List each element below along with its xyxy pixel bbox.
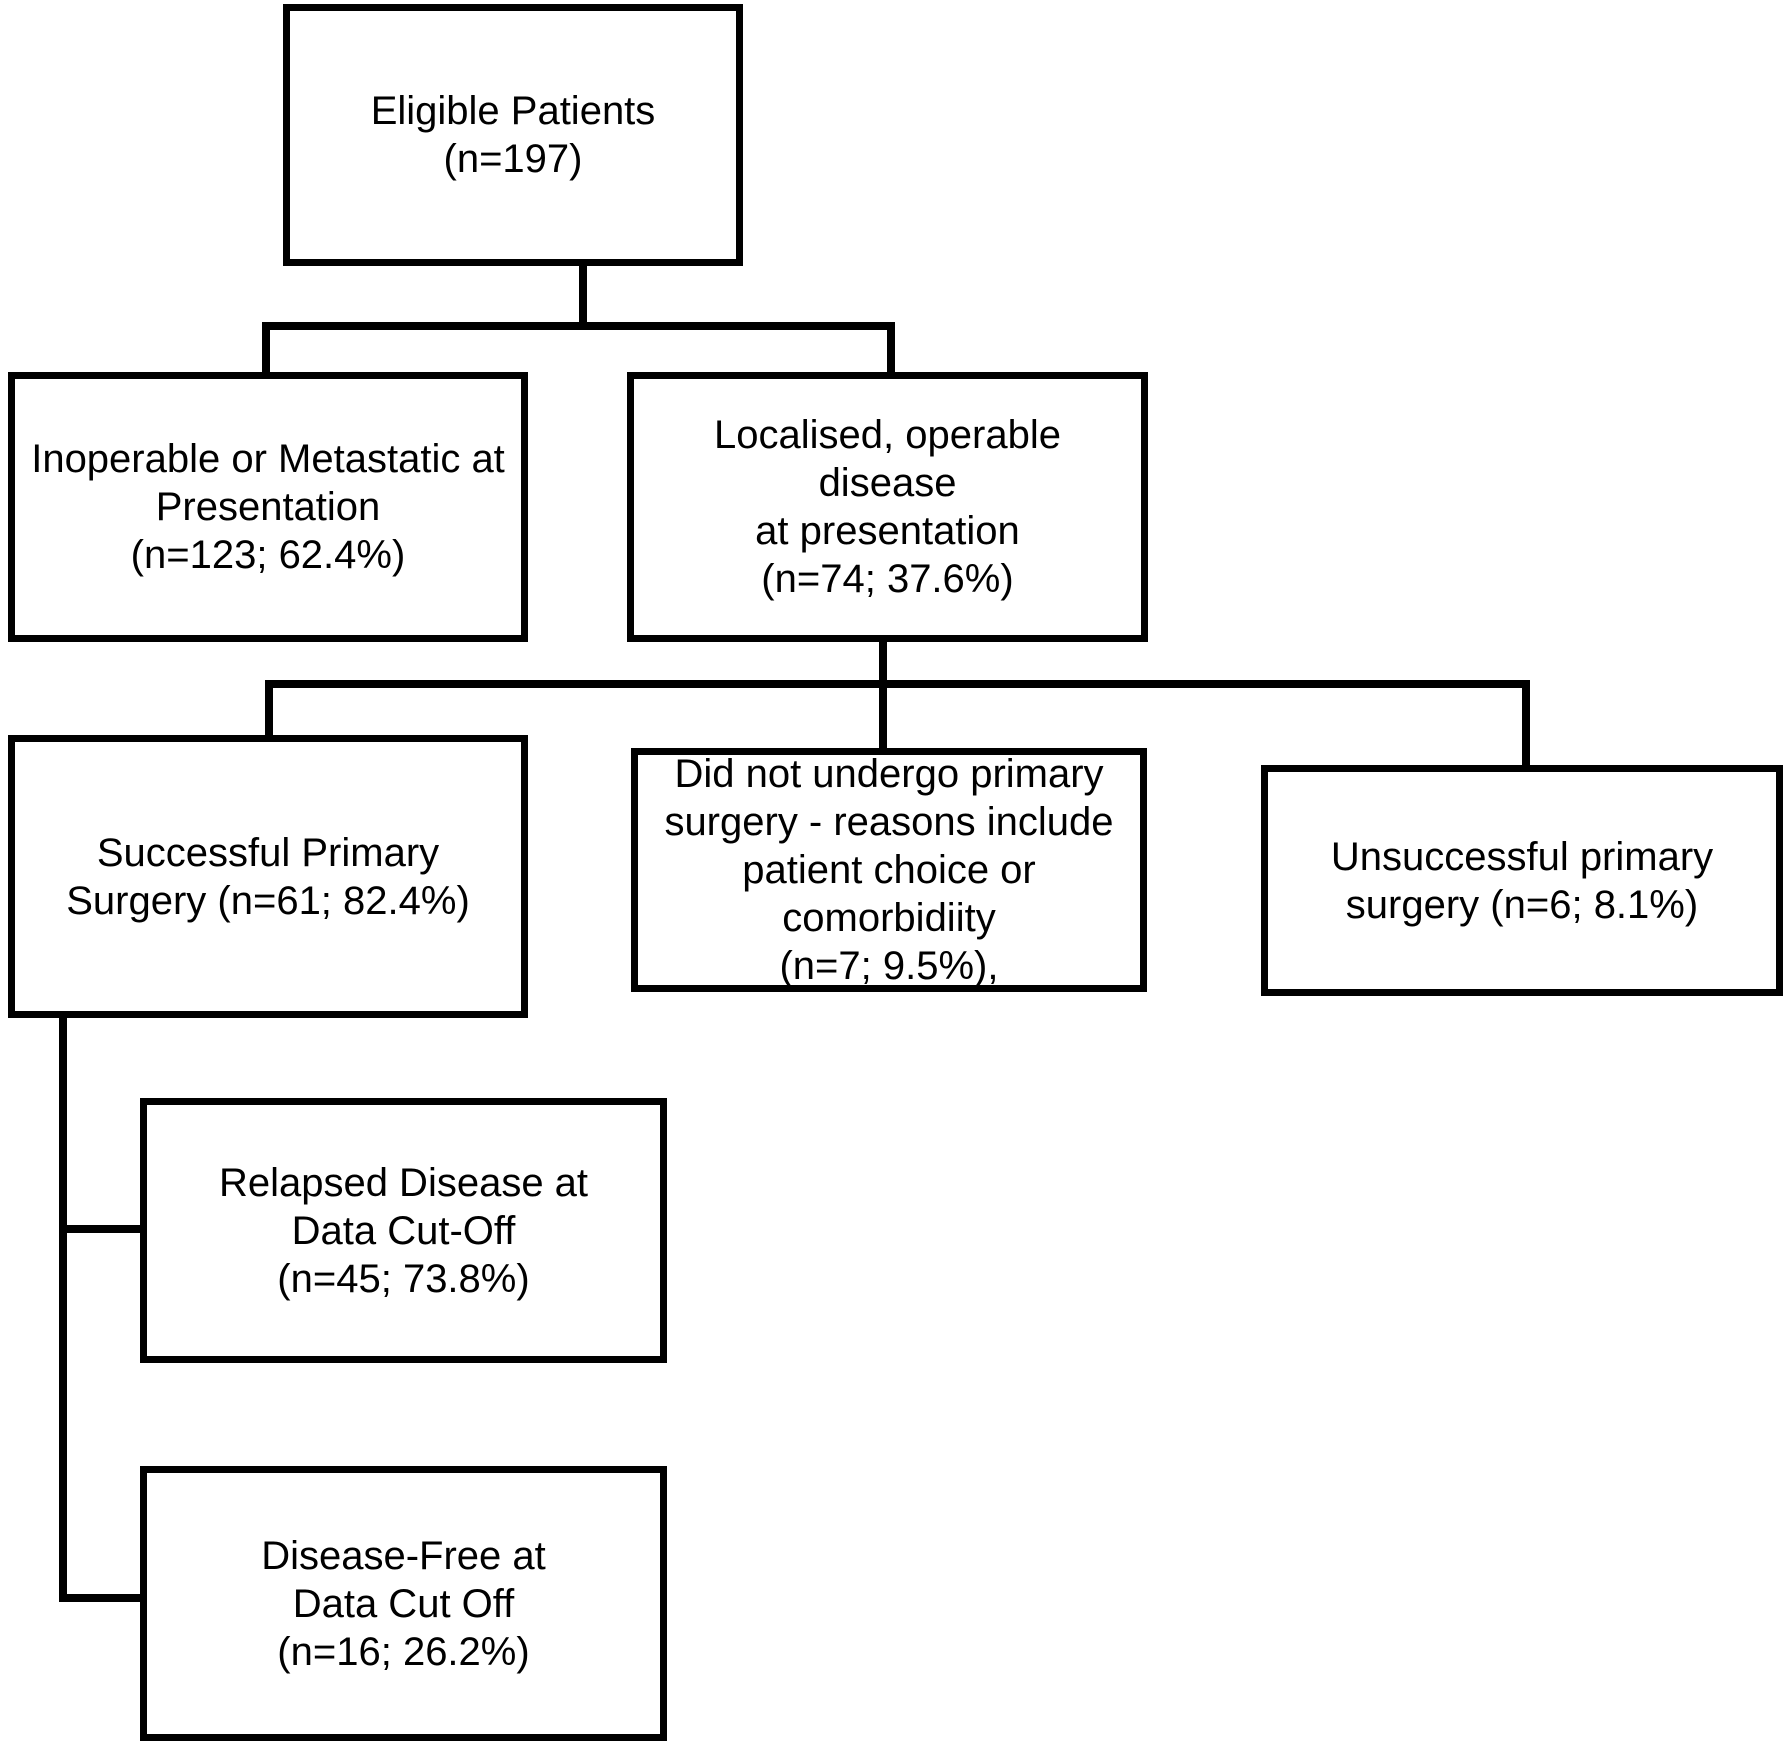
connector-to-relapsed-disease xyxy=(59,1225,144,1233)
node-inoperable-or-metastatic-label: Inoperable or Metastatic at Presentation… xyxy=(31,437,505,577)
node-eligible-patients-label: Eligible Patients (n=197) xyxy=(370,89,656,181)
connector-to-unsuccessful-surgery xyxy=(1522,680,1530,768)
node-did-not-undergo-primary-surgery[interactable]: Did not undergo primary surgery - reason… xyxy=(631,748,1147,992)
connector-level2-bus xyxy=(265,680,1530,688)
connector-successful-spine xyxy=(59,1012,67,1602)
connector-to-no-primary-surgery xyxy=(879,680,887,752)
connector-to-inoperable xyxy=(262,322,270,377)
connector-to-successful-surgery xyxy=(265,680,273,738)
node-inoperable-or-metastatic[interactable]: Inoperable or Metastatic at Presentation… xyxy=(8,372,528,642)
node-successful-primary-surgery-label: Successful Primary Surgery (n=61; 82.4%) xyxy=(66,830,470,923)
node-successful-primary-surgery[interactable]: Successful Primary Surgery (n=61; 82.4%) xyxy=(8,735,528,1018)
node-unsuccessful-primary-surgery[interactable]: Unsuccessful primary surgery (n=6; 8.1%) xyxy=(1261,765,1783,996)
node-localised-operable-disease-label: Localised, operable disease at presentat… xyxy=(714,413,1061,601)
node-localised-operable-disease[interactable]: Localised, operable disease at presentat… xyxy=(627,372,1148,642)
node-relapsed-disease-at-data-cut-off[interactable]: Relapsed Disease at Data Cut-Off (n=45; … xyxy=(140,1098,667,1363)
node-disease-free-at-data-cut-off-label: Disease-Free at Data Cut Off (n=16; 26.2… xyxy=(261,1533,546,1674)
node-unsuccessful-primary-surgery-label: Unsuccessful primary surgery (n=6; 8.1%) xyxy=(1330,834,1714,927)
connector-to-disease-free xyxy=(59,1594,144,1602)
node-eligible-patients[interactable]: Eligible Patients (n=197) xyxy=(283,4,743,266)
connector-level1-bus xyxy=(262,322,895,330)
connector-eligible-stem xyxy=(579,263,587,329)
node-relapsed-disease-at-data-cut-off-label: Relapsed Disease at Data Cut-Off (n=45; … xyxy=(218,1160,589,1301)
node-did-not-undergo-primary-surgery-label: Did not undergo primary surgery - reason… xyxy=(664,752,1114,988)
connector-to-localised xyxy=(887,322,895,377)
node-disease-free-at-data-cut-off[interactable]: Disease-Free at Data Cut Off (n=16; 26.2… xyxy=(140,1466,667,1741)
